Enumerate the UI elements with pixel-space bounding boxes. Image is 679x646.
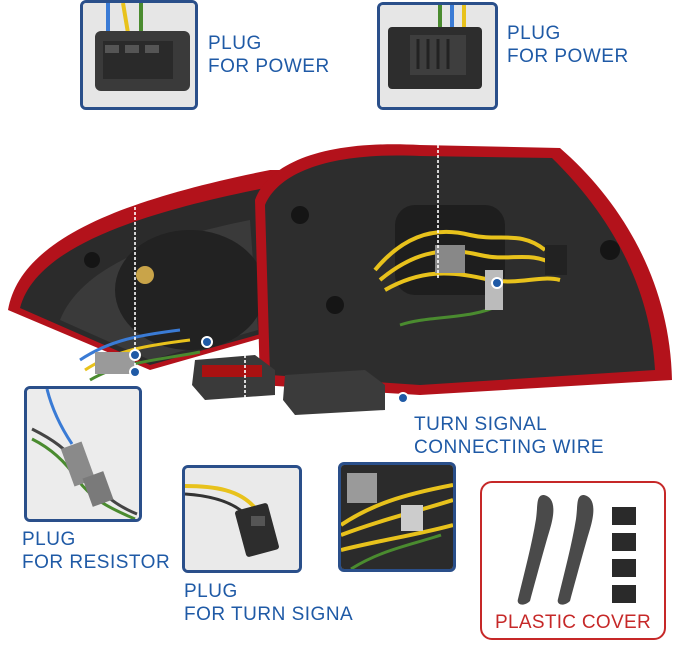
label-plug-power-right: PLUG FOR POWER <box>507 23 629 67</box>
inset-plug-resistor <box>24 386 142 522</box>
label-plug-turn-signal: PLUG FOR TURN SIGNA <box>184 581 354 625</box>
inset-plug-power-left <box>80 0 198 110</box>
tail-light-photo <box>8 144 672 415</box>
plastic-cover-pieces-icon <box>517 495 636 605</box>
plastic-cover-label: PLASTIC COVER <box>495 612 651 633</box>
label-plug-power-left: PLUG FOR POWER <box>208 33 330 77</box>
inset-turn-signal-wire <box>338 462 456 572</box>
plastic-cover-panel: PLASTIC COVER <box>480 481 666 640</box>
label-plug-resistor: PLUG FOR RESISTOR <box>22 529 171 573</box>
inset-plug-turn-signal <box>182 465 302 573</box>
label-turn-signal-wire: TURN SIGNAL CONNECTING WIRE <box>414 414 605 458</box>
inset-plug-power-right <box>377 2 498 110</box>
